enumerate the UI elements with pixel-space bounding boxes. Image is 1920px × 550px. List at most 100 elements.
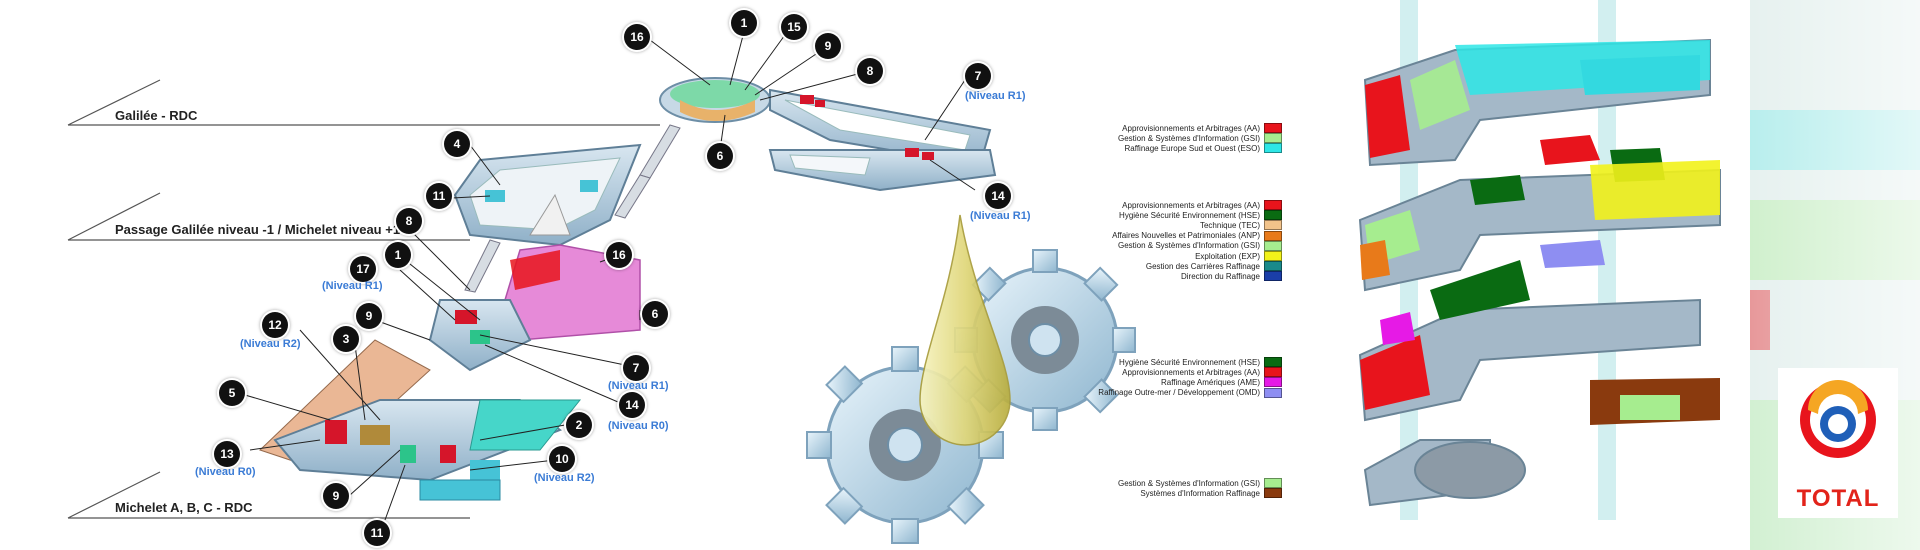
level-label-galilee: Galilée - RDC: [115, 108, 198, 123]
zone-badge: 16: [606, 242, 632, 268]
zone-badge: 1: [385, 242, 411, 268]
zone-badge: 17: [350, 256, 376, 282]
zone-badge: 13: [214, 441, 240, 467]
zone-badge: 9: [815, 33, 841, 59]
legend-swatch: [1264, 220, 1282, 231]
niveau-label: (Niveau R1): [322, 280, 383, 292]
legend-label: Gestion & Systèmes d'Information (GSI): [1117, 241, 1260, 251]
zone-badge: 3: [333, 326, 359, 352]
legend-swatch: [1264, 200, 1282, 210]
zone-badge: 6: [642, 301, 668, 327]
legend-item: Exploitation (EXP): [1195, 251, 1282, 261]
legend-item: Approvisionnements et Arbitrages (AA): [1122, 123, 1282, 133]
zone-badge: 14: [985, 183, 1011, 209]
legend-label: Systèmes d'Information Raffinage: [1140, 488, 1260, 498]
legend-swatch: [1264, 271, 1282, 282]
legend-swatch: [1264, 230, 1282, 241]
level-label-michelet: Michelet A, B, C - RDC: [115, 500, 253, 515]
zone-badge: 2: [566, 412, 592, 438]
zone-badge: 11: [364, 520, 390, 546]
legend-swatch: [1264, 143, 1282, 154]
passage-floor: [453, 143, 642, 247]
zone-badge: 11: [426, 183, 452, 209]
legend-swatch: [1264, 357, 1282, 367]
legend-label: Hygiène Sécurité Environnement (HSE): [1119, 210, 1260, 220]
legend-swatch: [1264, 367, 1282, 378]
zone-badge: 16: [624, 24, 650, 50]
legend-label: Hygiène Sécurité Environnement (HSE): [1119, 357, 1260, 367]
legend-swatch: [1264, 478, 1282, 488]
niveau-label: (Niveau R2): [534, 472, 595, 484]
niveau-label: (Niveau R2): [240, 338, 301, 350]
legend-label: Affaires Nouvelles et Patrimoniales (ANP…: [1112, 231, 1260, 241]
legend-swatch: [1264, 133, 1282, 144]
zone-badge: 7: [965, 63, 991, 89]
legend-label: Raffinage Europe Sud et Ouest (ESO): [1124, 143, 1260, 153]
galilee-floor: [659, 77, 997, 192]
legend-item: Systèmes d'Information Raffinage: [1140, 488, 1282, 499]
zone-badge: 9: [356, 303, 382, 329]
niveau-label: (Niveau R1): [970, 210, 1031, 222]
legend-label: Exploitation (EXP): [1195, 251, 1260, 261]
legend-label: Approvisionnements et Arbitrages (AA): [1122, 367, 1260, 377]
zone-badge: 6: [707, 143, 733, 169]
legend-item: Raffinage Outre-mer / Développement (OMD…: [1098, 387, 1282, 398]
legend-label: Gestion & Systèmes d'Information (GSI): [1117, 133, 1260, 143]
legend-item: Technique (TEC): [1199, 220, 1282, 231]
legend-label: Gestion & Systèmes d'Information (GSI): [1117, 478, 1260, 488]
stacked-floors-3d: [1358, 0, 1721, 520]
total-logo-text: TOTAL: [1796, 485, 1880, 512]
legend-swatch: [1264, 488, 1282, 499]
legend-swatch: [1264, 387, 1282, 398]
legend-item: Raffinage Amériques (AME): [1160, 377, 1282, 388]
gears-illustration: [806, 214, 1136, 544]
zone-badge: 1: [731, 10, 757, 36]
legend-swatch: [1264, 210, 1282, 221]
legend-label: Approvisionnements et Arbitrages (AA): [1122, 200, 1260, 210]
legend-label: Gestion des Carrières Raffinage: [1145, 261, 1260, 271]
legend-swatch: [1264, 240, 1282, 251]
zone-badge: 10: [549, 446, 575, 472]
legend-swatch: [1264, 123, 1282, 133]
legend-label: Direction du Raffinage: [1180, 271, 1260, 281]
niveau-label: (Niveau R0): [195, 466, 256, 478]
niveau-label: (Niveau R1): [965, 90, 1026, 102]
legend-item: Gestion & Systèmes d'Information (GSI): [1117, 240, 1282, 251]
zone-badge: 4: [444, 131, 470, 157]
zone-badge: 15: [781, 14, 807, 40]
zone-badge: 8: [396, 208, 422, 234]
legend-item: Affaires Nouvelles et Patrimoniales (ANP…: [1112, 230, 1282, 241]
legend-swatch: [1264, 261, 1282, 272]
total-logo-mark: [1778, 368, 1898, 518]
legend-item: Raffinage Europe Sud et Ouest (ESO): [1124, 143, 1282, 154]
niveau-label: (Niveau R0): [608, 420, 669, 432]
zone-badge: 12: [262, 312, 288, 338]
legend-label: Technique (TEC): [1199, 220, 1260, 230]
legend-item: Gestion des Carrières Raffinage: [1145, 261, 1282, 272]
zone-badge: 7: [623, 355, 649, 381]
legend-item: Approvisionnements et Arbitrages (AA): [1122, 367, 1282, 378]
legend-item: Hygiène Sécurité Environnement (HSE): [1119, 357, 1282, 367]
zone-badge: 14: [619, 392, 645, 418]
stairs: [464, 124, 681, 293]
level-label-passage: Passage Galilée niveau -1 / Michelet niv…: [115, 222, 401, 237]
niveau-label: (Niveau R1): [608, 380, 669, 392]
leader-lines: [244, 27, 976, 521]
zone-badge: 5: [219, 380, 245, 406]
legend-item: Direction du Raffinage: [1180, 271, 1282, 282]
legend-item: Hygiène Sécurité Environnement (HSE): [1119, 210, 1282, 221]
zone-badge: 8: [857, 58, 883, 84]
zone-badge: 9: [323, 483, 349, 509]
michelet-floor: [259, 244, 641, 501]
legend-label: Raffinage Outre-mer / Développement (OMD…: [1098, 388, 1260, 398]
legend-label: Approvisionnements et Arbitrages (AA): [1122, 123, 1260, 133]
legend-swatch: [1264, 377, 1282, 388]
legend-item: Gestion & Systèmes d'Information (GSI): [1117, 133, 1282, 144]
legend-swatch: [1264, 251, 1282, 261]
legend-item: Gestion & Systèmes d'Information (GSI): [1118, 478, 1282, 488]
level-lines: [67, 79, 660, 519]
legend-label: Raffinage Amériques (AME): [1160, 377, 1260, 387]
legend-item: Approvisionnements et Arbitrages (AA): [1122, 200, 1282, 210]
